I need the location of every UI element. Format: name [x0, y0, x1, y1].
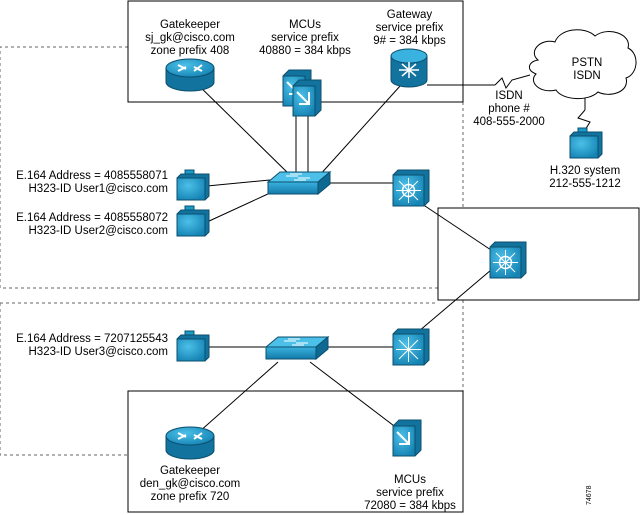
h320-label: H.320 system 212-555-1212 [549, 165, 621, 190]
router-icon [165, 426, 215, 460]
zone-boundary-bottom-left [0, 303, 128, 456]
terminal-icon [176, 205, 210, 237]
mcu-bottom-label: MCUs service prefix 72080 = 384 kbps [364, 474, 456, 512]
mcu-icon [392, 419, 422, 457]
terminal-icon [176, 169, 210, 201]
zone-boundaries [0, 46, 464, 456]
user3-label: E.164 Address = 7207125543 H323-ID User3… [16, 333, 168, 358]
layer3-switch-icon [489, 241, 527, 279]
layer3-switch-icon [392, 169, 430, 207]
user2-label: E.164 Address = 4085558072 H323-ID User2… [16, 212, 168, 237]
mcu-icon [282, 69, 322, 117]
router-icon [165, 58, 215, 92]
h320-terminal-icon [569, 127, 603, 159]
gateway-icon [390, 48, 428, 88]
mcu-top-label: MCUs service prefix 40880 = 384 kbps [259, 19, 351, 57]
user1-label: E.164 Address = 4085558071 H323-ID User1… [16, 170, 168, 195]
pstn-label: PSTN ISDN [571, 57, 603, 82]
gateway-label: Gateway service prefix 9# = 384 kbps [373, 9, 446, 47]
gatekeeper-bottom-label: Gatekeeper den_gk@cisco.com zone prefix … [139, 465, 241, 503]
switch-icon [266, 170, 332, 196]
links [189, 74, 591, 441]
isdn-label: ISDN phone # 408-555-2000 [473, 90, 545, 128]
switch-icon [264, 335, 330, 361]
figure-id: 74678 [586, 485, 593, 505]
site-box-middle [437, 207, 640, 301]
site-box-bottom [127, 390, 464, 513]
pstn-cloud-icon [529, 29, 637, 99]
layer3-switch-icon [392, 328, 430, 366]
gatekeeper-top-label: Gatekeeper sj_gk@cisco.com zone prefix 4… [145, 19, 235, 57]
terminal-icon [176, 330, 210, 362]
zone-boundary-top [0, 46, 438, 289]
